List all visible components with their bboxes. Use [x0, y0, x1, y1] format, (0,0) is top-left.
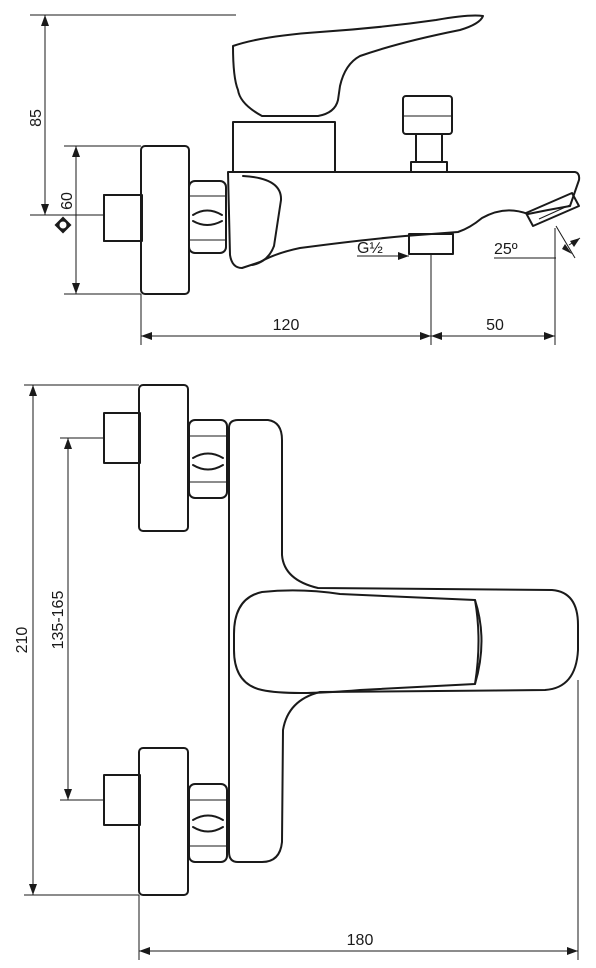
dim-thread-g: G½ [357, 240, 409, 260]
label-25-degree: 25º [494, 241, 518, 258]
lower-flange [138, 747, 189, 896]
label-180: 180 [347, 932, 374, 949]
lower-inlet-thread [103, 774, 141, 826]
dim-135-165: 135-165 [50, 437, 104, 801]
hex-nut [188, 180, 227, 254]
dim-diameter-60: 60 [54, 145, 141, 295]
label-50: 50 [486, 317, 504, 334]
label-60: 60 [59, 192, 76, 210]
wall-flange [140, 145, 190, 295]
handle-lever [232, 14, 484, 117]
dim-180: 180 [138, 680, 579, 960]
outlet-thread [408, 233, 454, 255]
plan-body [228, 419, 579, 863]
upper-inlet-thread [103, 412, 141, 464]
dim-85: 85 [28, 14, 236, 216]
diameter-icon [54, 216, 72, 234]
label-210: 210 [14, 627, 31, 654]
label-135-165: 135-165 [50, 591, 67, 650]
cartridge-housing [232, 121, 336, 173]
diverter-knob [402, 95, 453, 173]
label-85: 85 [28, 109, 45, 127]
inlet-thread [103, 194, 143, 242]
dim-120-50: 120 50 [140, 228, 556, 345]
spout-nozzle [525, 192, 580, 227]
label-120: 120 [273, 317, 300, 334]
plan-view: 210 135-165 180 [14, 384, 579, 960]
lower-hex-nut [188, 783, 228, 863]
dim-angle-25: 25º [494, 225, 581, 259]
upper-flange [138, 384, 189, 532]
label-g-half: G½ [357, 240, 383, 257]
dim-210: 210 [14, 384, 139, 896]
plan-handle [233, 589, 480, 694]
mixer-body [227, 171, 581, 269]
upper-hex-nut [188, 419, 228, 499]
side-view: 85 60 G½ 25º [28, 14, 581, 345]
